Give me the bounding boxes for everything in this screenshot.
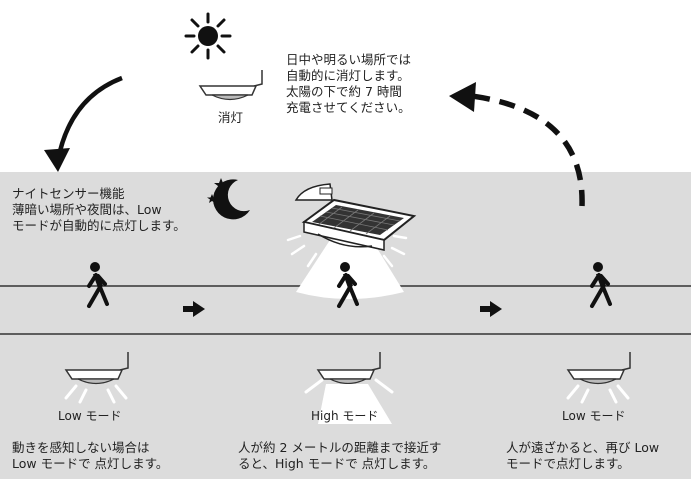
sun-icon	[184, 12, 232, 60]
stage-2-caption: 人が約 2 メートルの距離まで接近す ると、High モードで 点灯します。	[238, 440, 442, 471]
low-mode-label-1: Low モード	[58, 409, 122, 423]
solar-light-icon	[566, 352, 631, 404]
moon-stars-icon	[207, 178, 250, 220]
solar-light-icon	[64, 352, 129, 404]
walking-person-icon	[337, 262, 359, 308]
stage-1-caption: 動きを感知しない場合は Low モードで 点灯します。	[12, 440, 169, 471]
night-sensor-description: ナイトセンサー機能 薄暗い場所や夜間は、Low モードが自動的に点灯します。	[12, 186, 186, 233]
stage-3-caption: 人が遠ざかると、再び Low モードで点灯します。	[506, 440, 660, 471]
day-description: 日中や明るい場所では 自動的に消灯します。 太陽の下で約 7 時間 充電させてく…	[286, 52, 412, 115]
arrow-right-icon	[183, 301, 205, 317]
solar-light-icon	[304, 352, 394, 424]
solar-light-icon	[198, 70, 263, 101]
low-mode-label-2: Low モード	[562, 409, 626, 423]
solar-light-icon	[286, 183, 417, 268]
high-mode-label: High モード	[311, 409, 379, 423]
light-cone	[296, 240, 404, 299]
arrow-right-icon	[480, 301, 502, 317]
walking-person-icon	[87, 262, 109, 308]
curved-arrow-icon	[44, 75, 123, 172]
walking-person-icon	[590, 262, 612, 308]
off-label: 消灯	[218, 110, 244, 125]
curved-arrow-icon	[449, 82, 585, 207]
